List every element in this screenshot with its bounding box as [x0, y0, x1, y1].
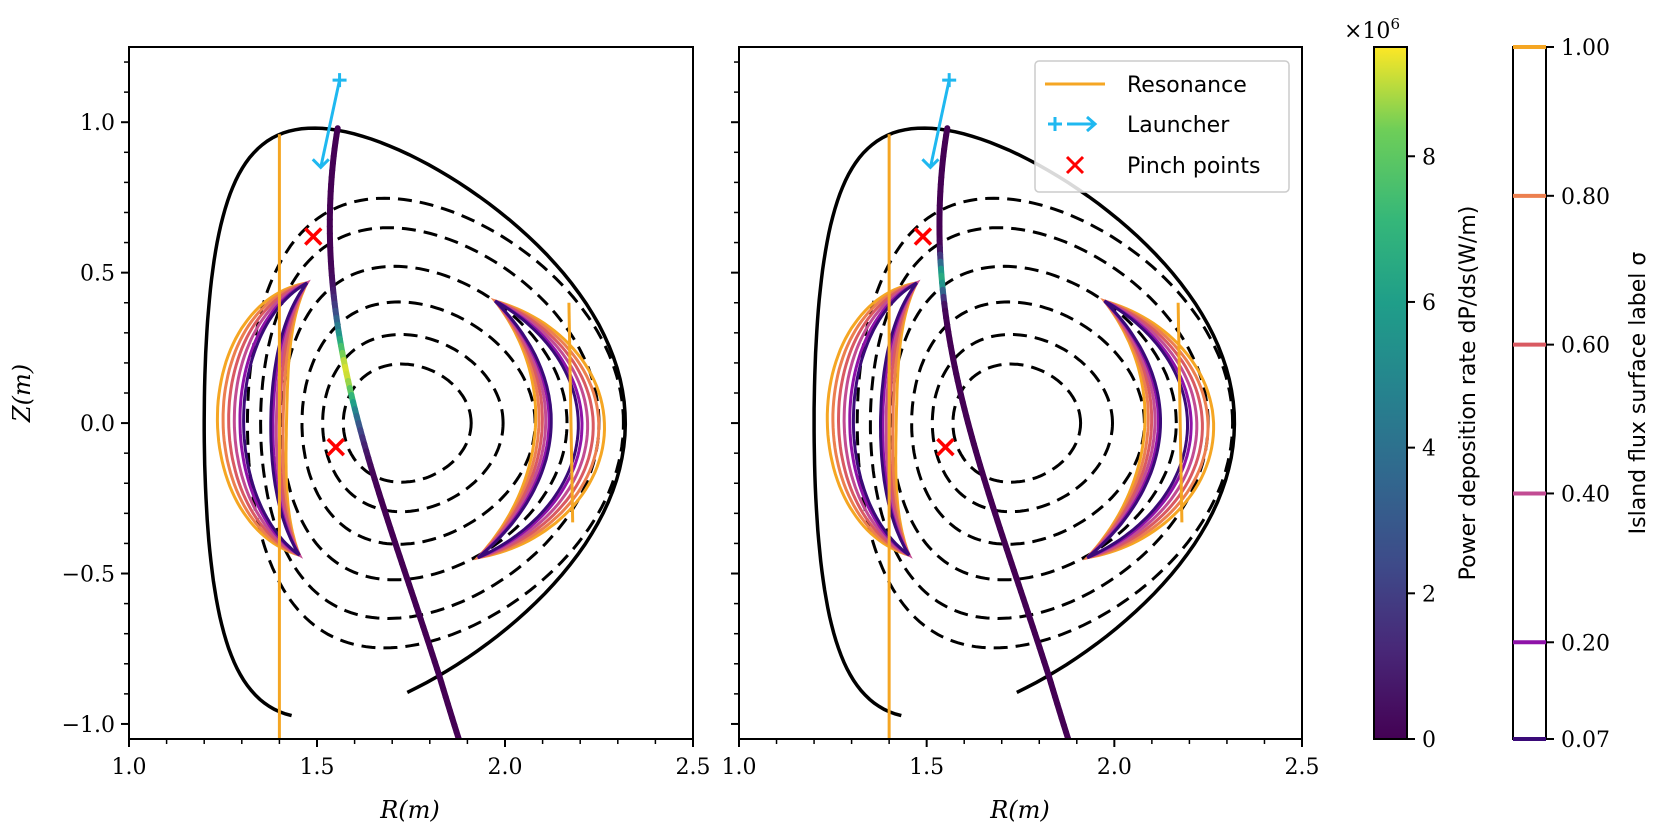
boundary-line — [812, 126, 1237, 718]
pinch-point-marker — [326, 437, 346, 457]
colorbar-island-tick-label: 0.40 — [1561, 482, 1610, 507]
colorbar-island-tick-label: 0.60 — [1561, 334, 1610, 359]
colorbar-power-tick-label: 4 — [1422, 437, 1436, 462]
y-tick-label: −0.5 — [62, 563, 115, 588]
plot-area-right — [812, 73, 1237, 760]
boundary-line — [202, 126, 628, 718]
y-tick-label: 0.5 — [80, 262, 115, 287]
legend-launcher-swatch — [1048, 115, 1098, 133]
colorbar-power-tick-label: 8 — [1422, 145, 1436, 170]
resonance-line — [1176, 302, 1184, 523]
x-axis-label-left: R(m) — [379, 796, 440, 824]
colorbar-island: 1.00 0.80 0.60 0.40 0.20 0.07 Island flux sur… — [1512, 36, 1651, 753]
flux-surface-dashed — [245, 196, 625, 650]
flux-surface-dashed — [855, 196, 1235, 650]
x-tick-label: 1.5 — [909, 755, 944, 780]
legend: Resonance Launcher Pinch points — [1034, 60, 1290, 193]
pinch-point-marker — [304, 227, 323, 246]
plot-panel-right: 1.0 1.5 2.0 2.5 R(m) Resonance Launcher Pin… — [722, 46, 1320, 824]
launcher-arrowhead — [311, 158, 330, 170]
resonance-line — [567, 302, 575, 523]
launcher-marker — [332, 73, 347, 88]
x-axis-label-right: R(m) — [989, 796, 1050, 824]
colorbar-island-tick-label: 0.20 — [1561, 631, 1610, 656]
colorbar-power: 0 2 4 6 8 ×106 Power deposition rate dP/ds(W… — [1344, 15, 1481, 753]
flux-surface-dashed — [321, 333, 505, 514]
y-tick-label: −1.0 — [62, 713, 115, 738]
legend-pinch-swatch — [1065, 155, 1085, 175]
x-tick-label: 2.5 — [1285, 755, 1320, 780]
colorbar-island-label: Island flux surface label σ — [1626, 252, 1651, 535]
ticks-right: 1.0 1.5 2.0 2.5 — [722, 61, 1320, 780]
flux-surface-dashed — [889, 264, 1178, 582]
colorbar-island-tick-label: 1.00 — [1561, 36, 1610, 61]
y-tick-label: 1.0 — [80, 111, 115, 136]
ray-segment — [461, 746, 463, 753]
flux-surface-dashed — [259, 226, 601, 621]
island-contour — [242, 281, 309, 557]
x-tick-label: 2.5 — [676, 755, 711, 780]
flux-surface-dashed — [868, 226, 1210, 621]
colorbar-island-tick-label: 0.80 — [1561, 185, 1610, 210]
launcher-arrowhead — [921, 158, 940, 170]
plot-area-left — [202, 73, 628, 760]
launcher-line — [928, 79, 951, 168]
colorbar-power-tick-label: 2 — [1422, 582, 1436, 607]
ray-segment — [1073, 753, 1075, 760]
x-tick-label: 2.0 — [488, 755, 523, 780]
colorbar-island-tick-label: 0.07 — [1561, 728, 1610, 753]
axes-frame-left — [128, 46, 694, 740]
ray-segment — [455, 736, 462, 739]
flux-surface-dashed — [951, 362, 1083, 484]
launcher-marker — [942, 73, 957, 88]
x-tick-label: 1.0 — [722, 755, 757, 780]
flux-surface-dashed — [341, 362, 473, 484]
launcher-line — [319, 79, 342, 168]
legend-resonance-label: Resonance — [1127, 73, 1247, 98]
x-tick-label: 1.0 — [112, 755, 147, 780]
island-contour — [851, 281, 918, 557]
legend-pinch-label: Pinch points — [1127, 154, 1260, 179]
colorbar-power-tick-label: 0 — [1422, 728, 1436, 753]
y-tick-label: 0.0 — [80, 412, 115, 437]
ray-segment — [463, 753, 465, 760]
pinch-point-marker — [913, 227, 933, 246]
colorbar-power-multiplier: ×106 — [1344, 15, 1400, 44]
flux-surface-dashed — [930, 333, 1115, 514]
colorbar-island-box — [1512, 46, 1547, 740]
ray-segment — [1065, 736, 1072, 739]
pinch-point-marker — [936, 437, 955, 457]
colorbar-island-levels: 1.00 0.80 0.60 0.40 0.20 0.07 — [1513, 36, 1610, 753]
island-contour — [1086, 299, 1189, 560]
island-contour — [476, 299, 580, 560]
ticks-left: 1.0 1.5 2.0 2.5 −1.0 −0.5 0.0 0.5 1.0 — [62, 61, 711, 780]
flux-surface-dashed — [279, 264, 569, 582]
ray-segment — [1070, 746, 1072, 753]
colorbar-power-tick-label: 6 — [1422, 291, 1436, 316]
legend-box — [1034, 60, 1290, 193]
x-tick-label: 2.0 — [1097, 755, 1132, 780]
y-axis-label-left: Z(m) — [8, 364, 36, 423]
flux-surface-dashed — [300, 300, 537, 546]
colorbar-power-gradient — [1373, 46, 1408, 740]
legend-launcher-label: Launcher — [1127, 113, 1230, 138]
flux-surface-dashed — [910, 300, 1146, 546]
colorbar-power-label: Power deposition rate dP/ds(W/m) — [1456, 206, 1481, 581]
plot-panel-left: 1.0 1.5 2.0 2.5 −1.0 −0.5 0.0 0.5 1.0 R(m) Z(m) — [8, 46, 711, 824]
colorbar-power-ticks: 0 2 4 6 8 — [1407, 145, 1436, 753]
x-tick-label: 1.5 — [300, 755, 335, 780]
